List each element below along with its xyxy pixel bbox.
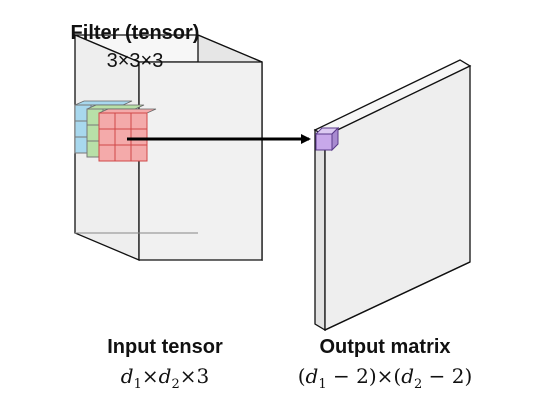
output-matrix-dims: (d1 − 2)×(d2 − 2): [270, 364, 500, 392]
output-matrix-box: [313, 59, 472, 332]
filter-cell: [130, 128, 148, 146]
filter-cell: [98, 144, 116, 162]
filter-layer-back-top: [74, 100, 133, 106]
filter-layer-middle-top: [86, 104, 145, 110]
input-dim-depth: ×3: [179, 364, 210, 388]
output-dim-d1-var: d: [305, 364, 319, 388]
output-dim-d1-sub: 1: [318, 377, 327, 392]
input-tensor-dims: d1×d2×3: [80, 364, 250, 392]
output-matrix-front-face: [324, 64, 471, 332]
input-dim-times: ×: [141, 364, 159, 388]
filter-title: Filter (tensor): [70, 22, 200, 44]
output-dim-close: − 2): [422, 364, 473, 388]
filter-layer-front-top: [98, 108, 157, 114]
input-dim-d2-sub: 2: [171, 377, 180, 392]
filter-cell: [130, 144, 148, 162]
input-tensor-back-face: [138, 61, 263, 261]
filter-cell: [114, 144, 132, 162]
output-matrix-title: Output matrix: [319, 336, 451, 358]
output-dim-open: (: [297, 364, 306, 388]
output-cell-front: [315, 133, 333, 151]
filter-cell: [114, 112, 132, 130]
filter-cube: [74, 100, 157, 162]
filter-size: 3×3×3: [106, 50, 164, 72]
input-dim-d2-var: d: [158, 364, 172, 388]
filter-cell: [114, 128, 132, 146]
input-dim-d1-sub: 1: [133, 377, 142, 392]
input-dim-d1-var: d: [120, 364, 134, 388]
output-matrix-side-face: [314, 128, 326, 332]
output-dim-middle: − 2)×(: [326, 364, 402, 388]
output-dim-d2-sub: 2: [414, 377, 423, 392]
output-cell: [314, 126, 340, 152]
filter-cell: [98, 112, 116, 130]
input-tensor-title: Input tensor: [107, 336, 223, 358]
output-dim-d2-var: d: [401, 364, 414, 388]
filter-layer-front: [98, 108, 157, 162]
filter-cell: [130, 112, 148, 130]
input-tensor-box: [74, 34, 263, 261]
filter-cell: [98, 128, 116, 146]
